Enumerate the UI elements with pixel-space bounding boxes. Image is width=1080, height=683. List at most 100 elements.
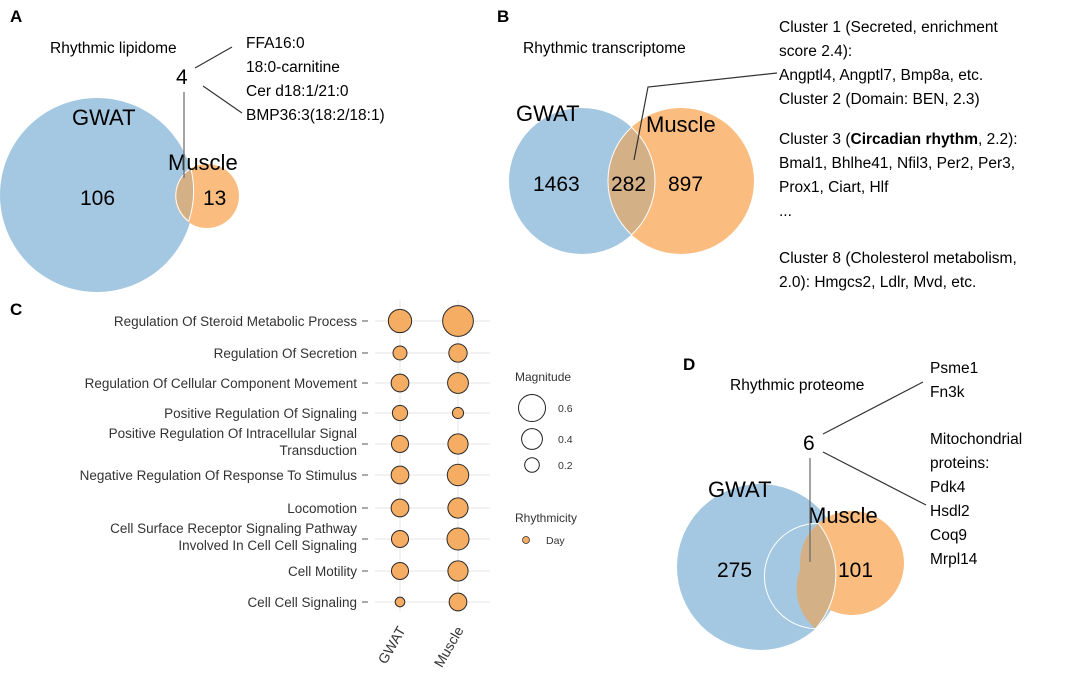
leader-line — [194, 46, 233, 69]
cluster-ellipsis: ... — [779, 203, 792, 220]
term-label: Regulation Of Steroid Metabolic Process — [114, 314, 357, 329]
cluster-3-bold: Circadian rhythm — [851, 131, 978, 148]
term-label: Negative Regulation Of Response To Stimu… — [80, 468, 358, 483]
cluster-3-pre: Cluster 3 ( — [779, 131, 851, 148]
leader-line — [202, 85, 243, 114]
magnitude-dot — [390, 465, 410, 485]
venn-b-gwat-edge — [631, 126, 656, 236]
panel-b-title: Rhythmic transcriptome — [523, 40, 686, 57]
magnitude-dot — [447, 497, 469, 519]
cluster-1-line: Cluster 1 (Secreted, enrichment — [779, 19, 999, 36]
magnitude-dot — [447, 560, 469, 582]
magnitude-legend-title: Magnitude — [515, 370, 571, 384]
cluster-1-genes: Angptl4, Angptl7, Bmp8a, etc. — [779, 67, 983, 84]
term-label: Locomotion — [287, 501, 357, 516]
rhythmicity-legend-label: Day — [546, 535, 565, 547]
venn-a-gwat-label: GWAT — [72, 105, 136, 130]
venn-a-gwat-circle — [0, 98, 194, 292]
cluster-8-line: Cluster 8 (Cholesterol metabolism, — [779, 250, 1017, 267]
venn-a-gwat-edge — [188, 168, 195, 222]
venn-d-gwat-label: GWAT — [708, 477, 772, 502]
rhythmicity-legend-title: Rhythmicity — [515, 511, 577, 525]
venn-b-overlap — [607, 127, 656, 235]
x-axis-label: GWAT — [375, 623, 409, 666]
panel-d-letter: D — [683, 355, 695, 374]
magnitude-dot — [451, 406, 465, 420]
magnitude-legend-circle — [524, 457, 540, 473]
venn-b-muscle-label: Muscle — [646, 112, 716, 137]
cluster-3-genes: Prox1, Ciart, Hlf — [779, 179, 889, 196]
venn-d-gwat-count: 275 — [717, 559, 752, 582]
panel-a-letter: A — [10, 7, 22, 26]
magnitude-legend-label: 0.2 — [558, 460, 573, 472]
leader-line — [633, 72, 778, 161]
cluster-2-line: Cluster 2 (Domain: BEN, 2.3) — [779, 91, 980, 108]
panel-c: C Regulation Of Steroid Metabolic Proces… — [10, 300, 577, 670]
panel-a: A Rhythmic lipidome GWAT Muscle 106 13 4… — [0, 7, 385, 292]
rhythmicity-legend-dot — [522, 536, 530, 544]
protein-item: Fn3k — [930, 384, 965, 401]
venn-d-overlap — [796, 523, 836, 629]
magnitude-legend-circle — [518, 394, 546, 422]
protein-item: Psme1 — [930, 360, 978, 377]
magnitude-dot — [390, 529, 410, 549]
panel-a-title: Rhythmic lipidome — [50, 40, 177, 57]
venn-d-overlap-count: 6 — [803, 432, 815, 455]
dot-plot: Regulation Of Steroid Metabolic ProcessR… — [80, 300, 490, 670]
cluster-8-genes: 2.0): Hmgcs2, Ldlr, Mvd, etc. — [779, 274, 976, 291]
magnitude-dot — [390, 498, 410, 518]
lipid-item: Cer d18:1/21:0 — [246, 83, 349, 100]
mito-item: Mrpl14 — [930, 551, 978, 568]
lipid-item: BMP36:3(18:2/18:1) — [246, 107, 385, 124]
term-label: Positive Regulation Of Signaling — [164, 406, 357, 421]
magnitude-dot — [394, 596, 406, 608]
cluster-1-line: score 2.4): — [779, 43, 852, 60]
mito-item: Coq9 — [930, 527, 967, 544]
magnitude-dot — [446, 527, 470, 551]
magnitude-legend-label: 0.4 — [558, 434, 573, 446]
magnitude-dot — [392, 345, 408, 361]
magnitude-dot — [448, 592, 468, 612]
venn-b-muscle-count: 897 — [668, 173, 703, 196]
panel-b: B Rhythmic transcriptome GWAT Muscle 146… — [497, 7, 1018, 291]
lipid-item: 18:0-carnitine — [246, 59, 340, 76]
magnitude-dot — [387, 308, 413, 334]
venn-b-muscle-edge — [607, 126, 632, 236]
term-label: Cell Motility — [288, 564, 357, 579]
magnitude-legend-circle — [521, 428, 543, 450]
magnitude-dot — [390, 434, 410, 454]
venn-a-gwat-count: 106 — [80, 187, 115, 210]
venn-b-gwat-count: 1463 — [533, 173, 580, 196]
magnitude-dot — [447, 433, 469, 455]
magnitude-legend-label: 0.6 — [558, 403, 573, 415]
magnitude-dot — [390, 373, 410, 393]
panel-d-title: Rhythmic proteome — [730, 377, 864, 394]
venn-a-muscle-label: Muscle — [168, 150, 238, 175]
venn-d-muscle-edge — [763, 522, 819, 630]
panel-d: D Rhythmic proteome GWAT Muscle 275 101 … — [677, 355, 1022, 650]
cluster-3-genes: Bmal1, Bhlhe41, Nfil3, Per2, Per3, — [779, 155, 1015, 172]
mito-heading: Mitochondrial — [930, 431, 1022, 448]
venn-d-muscle-count: 101 — [838, 559, 873, 582]
venn-d-muscle-label: Muscle — [808, 503, 878, 528]
term-label: Cell Cell Signaling — [247, 595, 357, 610]
mito-heading: proteins: — [930, 455, 989, 472]
venn-d-gwat-edge — [815, 523, 837, 630]
magnitude-dot — [390, 561, 410, 581]
magnitude-legend: 0.6 0.4 0.2 — [518, 394, 573, 473]
leader-line — [822, 451, 927, 506]
venn-a-muscle-edge — [175, 167, 192, 222]
term-label: Transduction — [279, 443, 357, 458]
leader-line — [822, 381, 924, 435]
venn-b-gwat-label: GWAT — [516, 101, 580, 126]
magnitude-dot — [448, 343, 468, 363]
venn-a-muscle-count: 13 — [203, 187, 226, 210]
mito-item: Hsdl2 — [930, 503, 970, 520]
venn-a-overlap-count: 4 — [176, 66, 188, 89]
cluster-3-post: , 2.2): — [978, 131, 1018, 148]
magnitude-dot — [391, 404, 409, 422]
term-label: Regulation Of Secretion — [214, 346, 357, 361]
cluster-3-line: Cluster 3 (Circadian rhythm, 2.2): — [779, 131, 1018, 148]
venn-a-overlap — [175, 168, 194, 222]
x-axis-label: Muscle — [431, 623, 467, 670]
